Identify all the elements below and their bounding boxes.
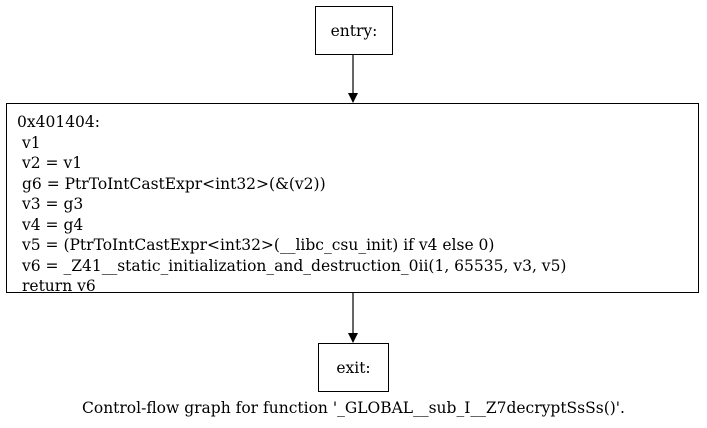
block-address: 0x401404: [17,113,100,131]
exit-label: exit: [336,358,371,377]
block-line: v5 = (PtrToIntCastExpr<int32>(__libc_csu… [22,236,495,254]
block-line: v3 = g3 [22,195,84,213]
block-line: v6 = _Z41__static_initialization_and_des… [22,256,567,275]
exit-node[interactable]: exit: [318,343,389,392]
graph-caption: Control-flow graph for function '_GLOBAL… [82,399,625,417]
block-line: v2 = v1 [22,154,83,172]
block-line: g6 = PtrToIntCastExpr<int32>(&(v2)) [22,174,326,193]
basic-block-node[interactable]: 0x401404: v1 v2 = v1 g6 = PtrToIntCastEx… [6,103,699,295]
entry-label: entry: [330,21,378,40]
block-line: v4 = g4 [22,215,84,234]
entry-node[interactable]: entry: [315,6,393,55]
block-line: return v6 [22,277,96,295]
block-line: v1 [22,133,41,152]
